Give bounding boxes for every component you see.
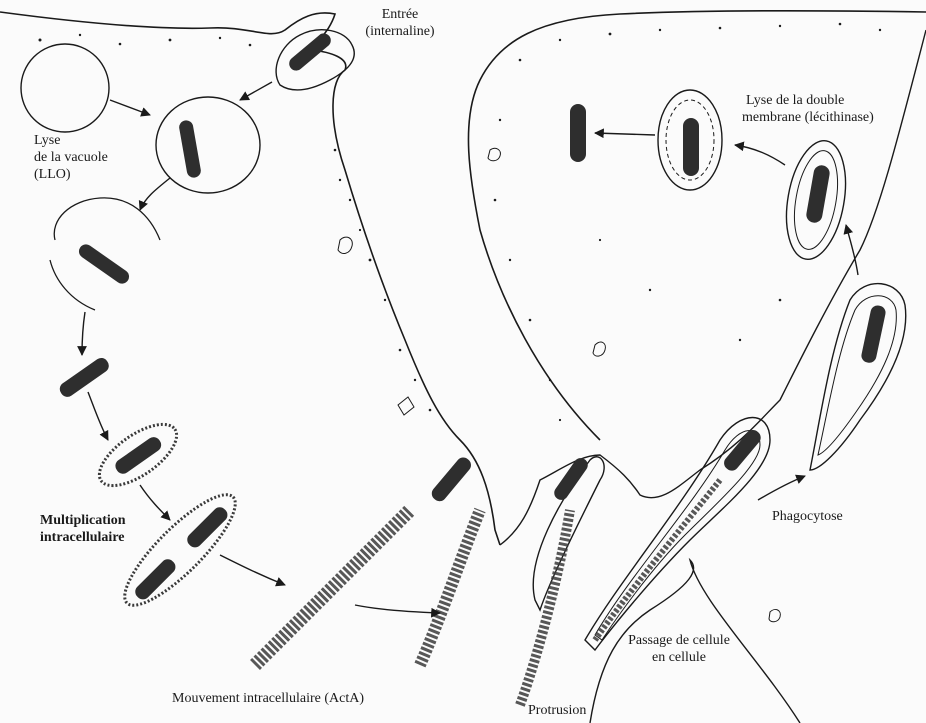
bacterium-double-vacuole — [805, 164, 831, 224]
organelle-blob — [338, 237, 352, 253]
arrow-lysis-to-free — [82, 312, 85, 355]
actin-tail — [255, 510, 410, 665]
bacterium-motile — [429, 455, 474, 504]
bacterium-released — [570, 104, 586, 162]
lysed-vacuole-fragment — [50, 260, 95, 310]
bacterium-free — [76, 242, 132, 287]
arrow-free-to-multiplication — [88, 392, 108, 440]
vacuole-with-bacterium — [156, 97, 260, 193]
label-vacuole-lysis-line2: de la vacuole — [34, 149, 108, 166]
actin-cloud — [111, 481, 248, 618]
label-multiplication-line2: intracellulaire — [40, 529, 126, 546]
arrow-vacuole-to-lysis — [140, 178, 170, 210]
label-multiplication: Multiplication intracellulaire — [40, 512, 126, 546]
host-cell-1-membrane — [0, 12, 500, 545]
label-vacuole-lysis: Lyse de la vacuole (LLO) — [34, 132, 108, 183]
organelle-blob — [488, 148, 500, 160]
arrow-vacuole-sequence — [110, 100, 150, 115]
label-entry: Entrée (internaline) — [354, 6, 446, 40]
bacterium-phagosome — [860, 304, 887, 364]
phagosome-double-membrane — [810, 284, 906, 470]
arrow-division-to-movement — [220, 555, 285, 585]
bacterium-cytosol — [57, 355, 111, 399]
arrow-multiplication-to-division — [140, 485, 170, 520]
bacterium-in-vacuole — [178, 119, 202, 179]
label-phagocytosis: Phagocytose — [772, 508, 843, 525]
label-entry-line1: Entrée — [354, 6, 446, 23]
bacterium-protrusion — [552, 455, 591, 502]
lysed-vacuole-fragment — [54, 198, 160, 240]
arrow-phagosome-to-vacuole — [846, 225, 858, 275]
actin-tail — [420, 510, 480, 665]
label-entry-line2: (internaline) — [354, 23, 446, 40]
arrow-lysis-to-release — [595, 133, 655, 135]
label-double-membrane-line1: Lyse de la double — [742, 92, 874, 109]
label-movement: Mouvement intracellulaire (ActA) — [172, 690, 364, 707]
label-multiplication-line1: Multiplication — [40, 512, 126, 529]
organelle-blob — [593, 342, 605, 356]
label-cell-passage-line2: en cellule — [604, 649, 754, 666]
arrow-movement-to-protrusion — [355, 605, 440, 613]
organelle-blob — [769, 610, 780, 622]
bacterium-daughter — [132, 556, 178, 602]
bacterium-dividing — [113, 434, 164, 476]
label-double-membrane-lysis: Lyse de la double membrane (lécithinase) — [742, 92, 874, 126]
label-vacuole-lysis-line1: Lyse — [34, 132, 108, 149]
arrow-vacuole-to-lysis-2 — [735, 145, 785, 165]
bacterium-lysing-vacuole — [683, 118, 699, 176]
label-protrusion: Protrusion — [528, 702, 586, 719]
host-cell-2-top-membrane — [468, 11, 926, 440]
label-double-membrane-line2: membrane (lécithinase) — [742, 109, 874, 126]
organelle-blob — [398, 397, 414, 415]
phagosome-inner-membrane — [818, 296, 896, 455]
vacuole-empty — [21, 44, 109, 132]
cytoplasm-granules — [39, 23, 882, 421]
arrow-entry-to-vacuole — [240, 82, 272, 100]
label-cell-passage: Passage de cellule en cellule — [604, 632, 754, 666]
arrow-phagocytosis — [758, 476, 805, 500]
actin-tail — [595, 480, 720, 640]
label-cell-passage-line1: Passage de cellule — [604, 632, 754, 649]
actin-tail — [520, 510, 570, 705]
label-vacuole-lysis-line3: (LLO) — [34, 166, 108, 183]
